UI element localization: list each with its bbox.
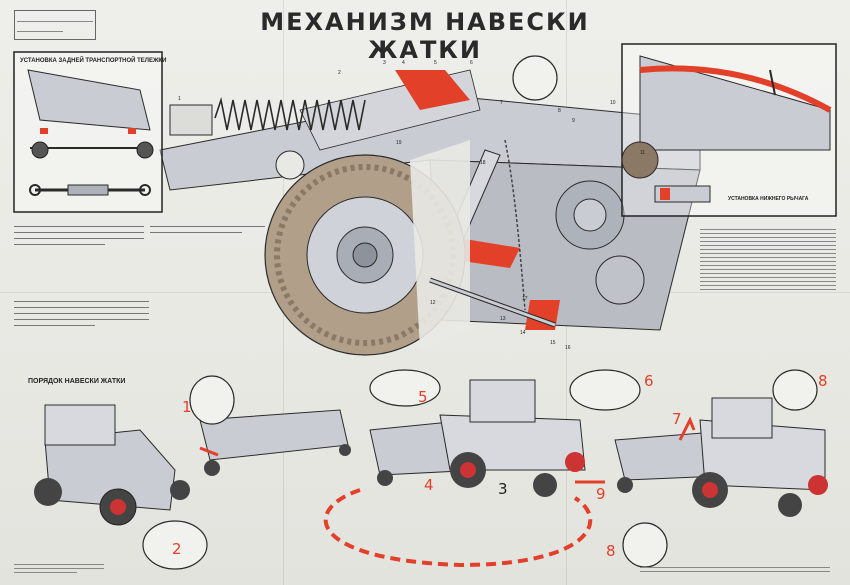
callout-number: 6	[470, 60, 473, 66]
tractor-3	[614, 397, 828, 517]
sequence-title: ПОРЯДОК НАВЕСКИ ЖАТКИ	[28, 378, 126, 385]
callout-number: 19	[396, 140, 402, 146]
page-title: МЕХАНИЗМ НАВЕСКИ ЖАТКИ	[260, 8, 590, 64]
callout-number: 3	[383, 60, 386, 66]
chain	[504, 139, 526, 311]
callout-number: 17	[522, 296, 528, 302]
step-number: 7	[672, 410, 682, 428]
callout-number: 10	[610, 100, 616, 106]
inset-lever-drawing	[621, 43, 837, 217]
callout-number: 11	[640, 150, 646, 156]
callout-number: 8	[558, 108, 561, 114]
inset-trailer-label: УСТАНОВКА ЗАДНЕЙ ТРАНСПОРТНОЙ ТЕЛЕЖКИ	[20, 58, 167, 64]
callout-number: 2	[338, 70, 341, 76]
callout-number: 14	[520, 330, 526, 336]
callout-number: 4	[402, 60, 405, 66]
parts-legend	[700, 226, 836, 290]
step-number: 1	[182, 398, 192, 416]
footer-imprint	[640, 565, 830, 572]
inset-lever-label: УСТАНОВКА НИЖНЕГО РЫЧАГА	[728, 196, 809, 202]
step-number: 4	[424, 476, 434, 494]
detail-circle	[512, 55, 558, 101]
callout-number: 12	[430, 300, 436, 306]
description-paragraph	[14, 225, 144, 265]
callout-number: 7	[500, 100, 503, 106]
callout-number: 15	[550, 340, 556, 346]
tractor-1	[34, 404, 190, 526]
description-paragraph	[150, 225, 265, 250]
header-frame	[159, 69, 701, 331]
step-number: 3	[498, 480, 508, 498]
step-number: 8	[818, 372, 828, 390]
approach-path	[323, 488, 593, 568]
footer-credits	[14, 562, 104, 573]
tractor-2	[369, 379, 586, 497]
step-number: 6	[644, 372, 654, 390]
callout-number: 5	[434, 60, 437, 66]
callout-number: 9	[572, 118, 575, 124]
step-number: 2	[172, 540, 182, 558]
step-number: 8	[606, 542, 616, 560]
catalog-stamp	[14, 10, 96, 40]
coil-spring	[169, 96, 366, 136]
sequence-detail-circles	[142, 369, 818, 570]
callout-number: 16	[565, 345, 571, 351]
header-1	[199, 409, 351, 476]
step-number: 5	[418, 388, 428, 406]
callout-number: 13	[500, 316, 506, 322]
step-number: 9	[596, 485, 606, 503]
description-paragraph	[14, 300, 149, 360]
callout-number: 1	[178, 96, 181, 102]
callout-number: 18	[480, 160, 486, 166]
inset-trailer-drawing	[13, 51, 163, 213]
